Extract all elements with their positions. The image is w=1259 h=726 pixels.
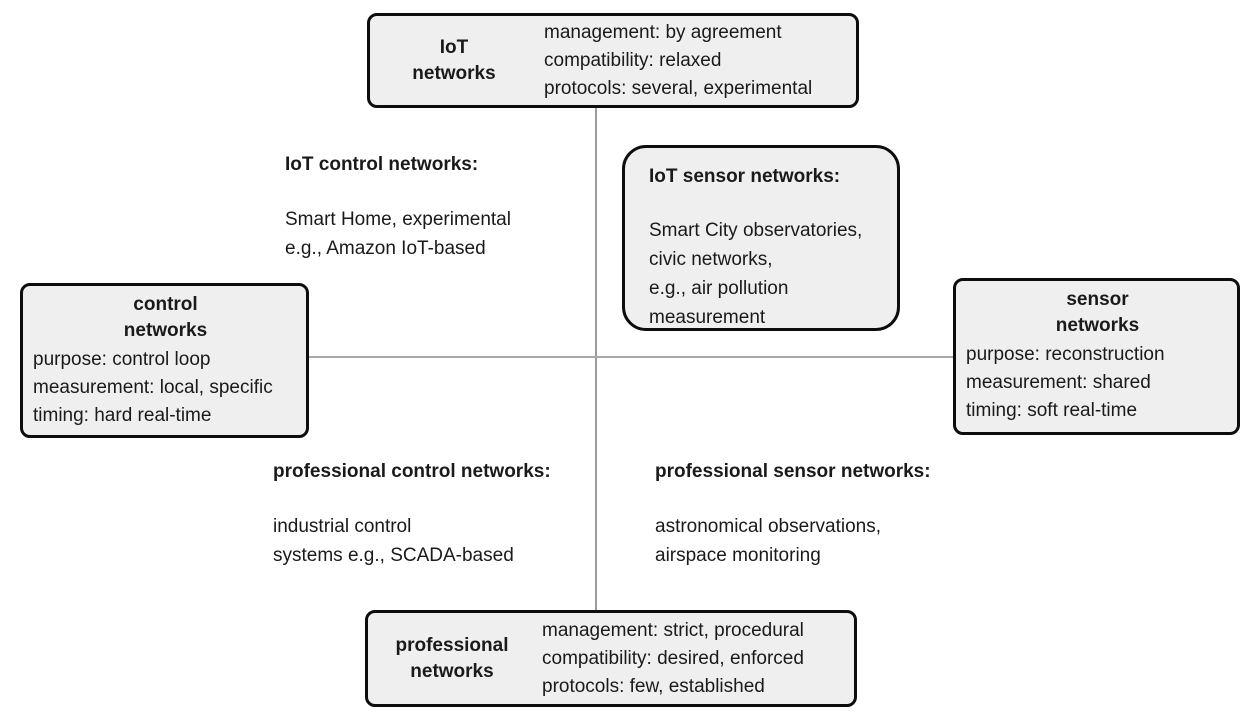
quadrant-professional-sensor-title: professional sensor networks: [655,461,931,482]
node-professional-networks-title: professional networks [395,634,509,682]
quadrant-professional-control-networks: professional control networks: industria… [273,460,551,570]
node-iot-networks-details: management: by agreement compatibility: … [544,21,813,99]
quadrant-iot-control-title: IoT control networks: [285,154,479,175]
node-professional-networks-details: management: strict, procedural compatibi… [542,619,804,697]
node-sensor-networks-details: purpose: reconstruction measurement: sha… [966,344,1165,421]
node-iot-sensor-networks: IoT sensor networks: Smart City observat… [622,145,900,331]
horizontal-axis-line [309,356,953,358]
vertical-axis-line [595,107,597,610]
quadrant-professional-control-details: industrial control systems e.g., SCADA-b… [273,516,514,566]
node-iot-sensor-networks-title: IoT sensor networks: [649,166,841,187]
node-iot-networks: IoT networks management: by agreement co… [367,13,859,108]
node-iot-networks-title: IoT networks [412,36,496,84]
quadrant-professional-control-title: professional control networks: [273,461,551,482]
node-iot-sensor-networks-details: Smart City observatories, civic networks… [649,220,863,328]
node-control-networks: control networks purpose: control loop m… [20,283,309,438]
quadrant-iot-control-networks: IoT control networks: Smart Home, experi… [285,153,511,263]
quadrant-iot-control-details: Smart Home, experimental e.g., Amazon Io… [285,209,511,259]
node-sensor-networks: sensor networks purpose: reconstruction … [953,278,1240,435]
quadrant-professional-sensor-networks: professional sensor networks: astronomic… [655,460,931,570]
quadrant-professional-sensor-details: astronomical observations, airspace moni… [655,516,881,566]
node-professional-networks: professional networks management: strict… [365,610,857,707]
node-sensor-networks-title: sensor networks [1055,289,1140,336]
node-control-networks-details: purpose: control loop measurement: local… [33,349,273,426]
node-control-networks-title: control networks [123,294,208,341]
